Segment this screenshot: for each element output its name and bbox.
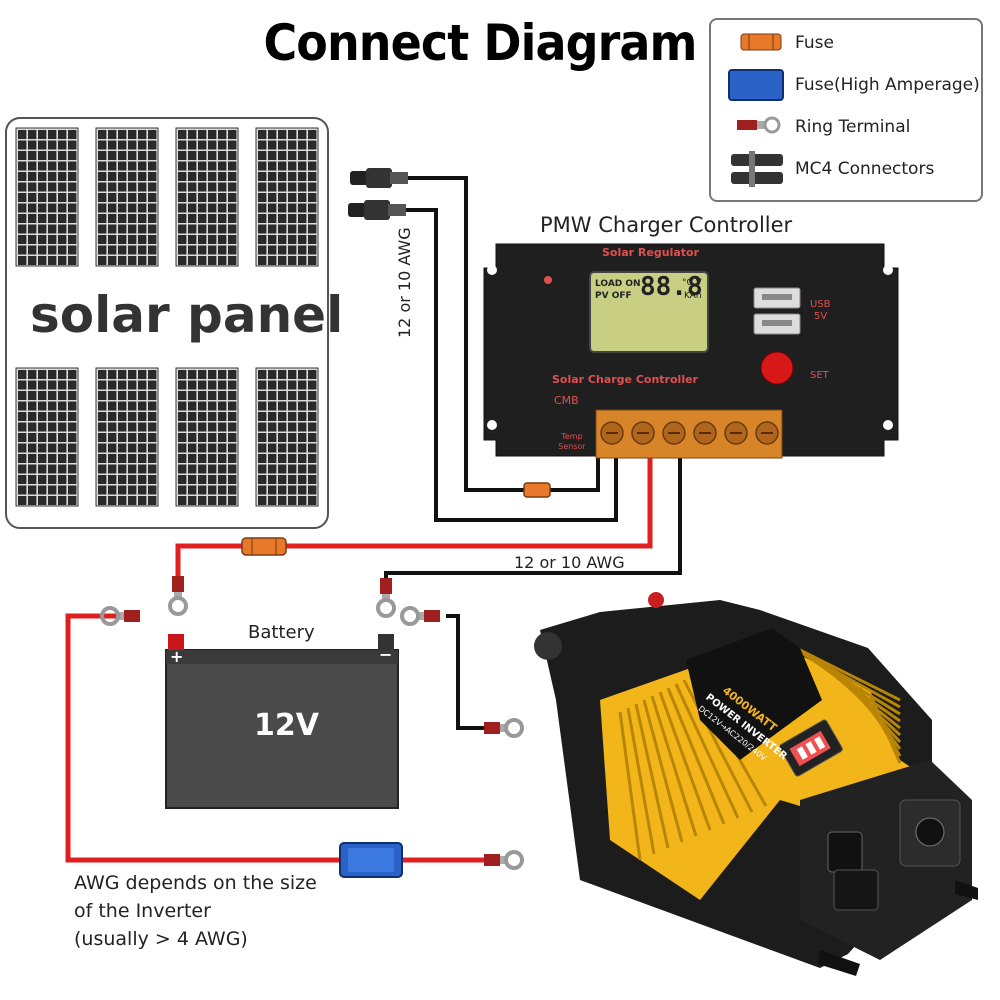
solar-panel-bottom-module-1 (15, 367, 79, 507)
battery-label: Battery (248, 622, 315, 643)
battery-voltage: 12V (254, 708, 319, 743)
set-button[interactable] (760, 351, 794, 385)
load-awg-label: 12 or 10 AWG (514, 553, 625, 572)
solar-panel-top-module-3 (175, 127, 239, 267)
high-amperage-fuse-icon (728, 69, 784, 101)
lcd-screen (589, 271, 709, 353)
battery-positive-label: + (170, 647, 184, 666)
inverter-awg-line1: AWG depends on the size (74, 872, 317, 894)
power-switch[interactable] (827, 831, 863, 873)
set-label: SET (810, 370, 829, 381)
battery-negative-post (378, 634, 394, 650)
cmb-label: CMB (554, 394, 579, 407)
pv-wires (404, 176, 618, 522)
solar-panel-top-module-4 (255, 127, 319, 267)
legend-label-ring-terminal: Ring Terminal (795, 117, 911, 137)
battery (165, 634, 399, 809)
power-inverter (534, 592, 978, 976)
fuse-icon (740, 33, 782, 51)
battery-negative-label: − (379, 645, 393, 664)
battery-fuse-icon (241, 537, 287, 556)
controller-name: Solar Charge Controller (552, 373, 698, 386)
temp-sensor-label: Temp Sensor (558, 432, 586, 451)
lcd-digits: 88.8 (640, 272, 703, 302)
legend-label-fuse: Fuse (795, 33, 834, 53)
battery-positive-wire (284, 455, 653, 549)
ring-terminal-icon (484, 718, 524, 738)
lcd-load-on: LOAD ON (595, 279, 641, 289)
solar-panel-bottom-module-4 (255, 367, 319, 507)
solar-panel-label: solar panel (30, 286, 344, 344)
solar-panel-top-module-2 (95, 127, 159, 267)
solar-panel-bottom-module-2 (95, 367, 159, 507)
battery-positive-wire-2 (175, 543, 244, 578)
inverter-negative-wire (446, 614, 484, 730)
inverter-awg-line2: of the Inverter (74, 900, 211, 922)
inverter-positive-wire (65, 613, 342, 863)
solar-panel-top-module-1 (15, 127, 79, 267)
inverter-awg-line3: (usually > 4 AWG) (74, 928, 248, 950)
ring-terminal-icon (100, 606, 140, 626)
mc4-connector-icon (731, 151, 783, 187)
controller-brand: Solar Regulator (602, 246, 699, 259)
solar-panel-bottom-module-3 (175, 367, 239, 507)
mc4-connector-icon (348, 168, 408, 220)
legend-box: Fuse Fuse(High Amperage) Ring Terminal M… (709, 18, 983, 202)
diagram-title: Connect Diagram (263, 14, 697, 72)
ring-terminal-icon (376, 578, 396, 618)
high-amperage-fuse-icon (339, 842, 403, 878)
legend-label-mc4: MC4 Connectors (795, 159, 935, 179)
legend-label-high-amperage-fuse: Fuse(High Amperage) (795, 75, 980, 95)
solar-panel (5, 117, 329, 529)
ring-terminal-icon (737, 116, 781, 134)
lcd-units-1: °C V (682, 278, 702, 288)
battery-positive-post (168, 634, 184, 650)
usb-voltage-label: 5V (814, 311, 828, 322)
lcd-pv-off: PV OFF (595, 291, 632, 301)
terminal-block (595, 409, 783, 459)
usb-label: USB (810, 299, 831, 310)
ring-terminal-icon (484, 850, 524, 870)
charge-controller (483, 243, 899, 459)
controller-caption: PMW Charger Controller (540, 213, 793, 237)
legend-icons (728, 33, 784, 187)
ring-terminal-icon (400, 606, 440, 626)
pv-awg-label: 12 or 10 AWG (395, 227, 414, 338)
pv-fuse-icon (523, 482, 551, 498)
ring-terminal-icon (168, 576, 188, 616)
lcd-units-2: KAh (684, 291, 702, 301)
